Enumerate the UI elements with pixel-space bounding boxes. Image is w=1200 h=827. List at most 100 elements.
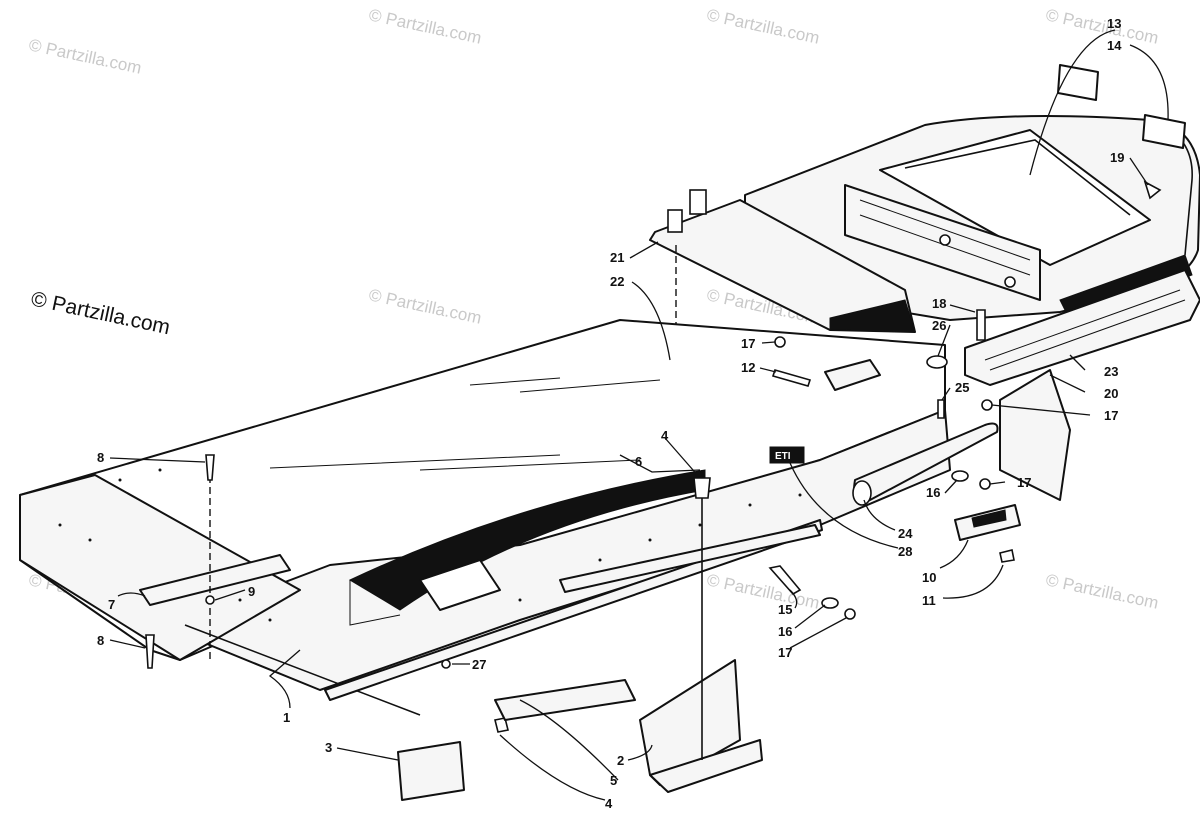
tunnel-lower-edge: [184, 624, 421, 716]
callout-20: 20: [1104, 386, 1118, 401]
callout-22: 22: [610, 274, 624, 289]
rivet-pattern: [58, 468, 802, 622]
callout-24: 24: [898, 526, 913, 541]
nut-17: [979, 478, 991, 490]
callout-15: 15: [778, 602, 792, 617]
callout-1: 1: [283, 710, 290, 725]
bolt-12: [771, 369, 812, 387]
leader-2: [627, 744, 653, 761]
leader-23: [1069, 354, 1086, 371]
bolt-18: [976, 309, 986, 341]
rail-bolt: [939, 234, 951, 246]
leader-15: [789, 589, 798, 609]
callout-14: 14: [1107, 38, 1122, 53]
callout-12: 12: [741, 360, 755, 375]
leader-5: [519, 699, 619, 781]
leader-17-left: [761, 341, 776, 344]
corner-bracket-2-foot: [649, 739, 763, 793]
callout-2: 2: [617, 753, 624, 768]
leader-16-top: [944, 479, 958, 494]
leader-26: [937, 324, 951, 357]
watermark: © Partzilla.com: [1044, 570, 1160, 612]
callout-17-left: 17: [741, 336, 755, 351]
bumper-ribs: [984, 289, 1186, 371]
leader-18: [949, 304, 976, 313]
callout-3: 3: [325, 740, 332, 755]
rivet-8-top: [205, 454, 215, 481]
nut-17: [844, 608, 856, 620]
rack-tray: [879, 129, 1151, 266]
screw-11: [999, 549, 1015, 563]
seat-rack-assembly: [649, 64, 1200, 501]
watermark: © Partzilla.com: [1044, 5, 1160, 47]
watermark-dark: © Partzilla.com: [29, 287, 172, 339]
watermark: © Partzilla.com: [705, 570, 821, 612]
rack-inner-edge: [904, 139, 1131, 216]
leader-25: [941, 387, 951, 401]
leader-8-bottom: [109, 639, 146, 649]
running-board: [19, 474, 301, 661]
callout-21: 21: [610, 250, 624, 265]
leader-17-right: [989, 481, 1006, 485]
callout-17-bumper: 17: [1104, 408, 1118, 423]
callout-9: 9: [248, 584, 255, 599]
tunnel-assembly: ETI: [19, 319, 951, 716]
leader-17-bottom: [789, 617, 847, 649]
tube-24-end: [852, 480, 872, 506]
leader-12: [759, 367, 777, 373]
callout-8-top: 8: [97, 450, 104, 465]
rivet-4-top: [693, 477, 711, 499]
washer-16: [821, 597, 839, 609]
rivet-9: [205, 595, 215, 605]
leader-1: [268, 649, 301, 709]
leader-8-top: [109, 457, 206, 463]
leader-13: [1029, 29, 1116, 176]
nut-17: [774, 336, 786, 348]
watermark: © Partzilla.com: [367, 285, 483, 327]
decal-28: [769, 446, 805, 464]
rivet-8-bottom: [145, 634, 155, 669]
leader-16-bottom: [794, 604, 826, 629]
callout-4-top: 4: [661, 428, 669, 443]
watermark: © Partzilla.com: [705, 5, 821, 47]
hitch-teeth: [829, 299, 916, 333]
leader-11: [942, 564, 1004, 599]
callout-26: 26: [932, 318, 946, 333]
washer-16: [951, 470, 969, 482]
leader-9: [214, 589, 246, 601]
bolt-15: [768, 565, 802, 596]
leader-24: [863, 499, 896, 531]
flap-5: [494, 679, 636, 721]
callout-5: 5: [610, 773, 617, 788]
stripe-decal-edge: [349, 580, 401, 626]
callout-11: 11: [922, 593, 936, 608]
leader-7: [117, 592, 146, 597]
rear-flap: [999, 369, 1071, 501]
leader-22: [631, 281, 671, 361]
leader-6: [619, 454, 701, 473]
screw-4-bottom: [494, 717, 509, 733]
callout-17-right: 17: [1017, 475, 1031, 490]
hitch-post: [689, 189, 707, 215]
callout-28: 28: [898, 544, 912, 559]
watermark: © Partzilla.com: [367, 5, 483, 47]
leader-21: [629, 241, 659, 259]
leader-20: [1049, 374, 1086, 393]
callout-25: 25: [955, 380, 969, 395]
screw-19: [1143, 180, 1162, 200]
rail-bolt: [1004, 276, 1016, 288]
nut-17: [981, 399, 993, 411]
washer-27: [441, 659, 451, 669]
tunnel-lower-flange: [324, 519, 823, 701]
leader-lines: [109, 29, 1169, 801]
leader-14: [1129, 44, 1169, 121]
bolt-25: [937, 399, 945, 419]
callout-16-bottom: 16: [778, 624, 792, 639]
callout-8-bottom: 8: [97, 633, 104, 648]
callout-10: 10: [922, 570, 936, 585]
hitch-post: [667, 209, 683, 233]
decal-14: [1142, 114, 1186, 149]
watermark: © Partzilla.com: [27, 35, 143, 77]
small-parts: [139, 180, 1162, 801]
